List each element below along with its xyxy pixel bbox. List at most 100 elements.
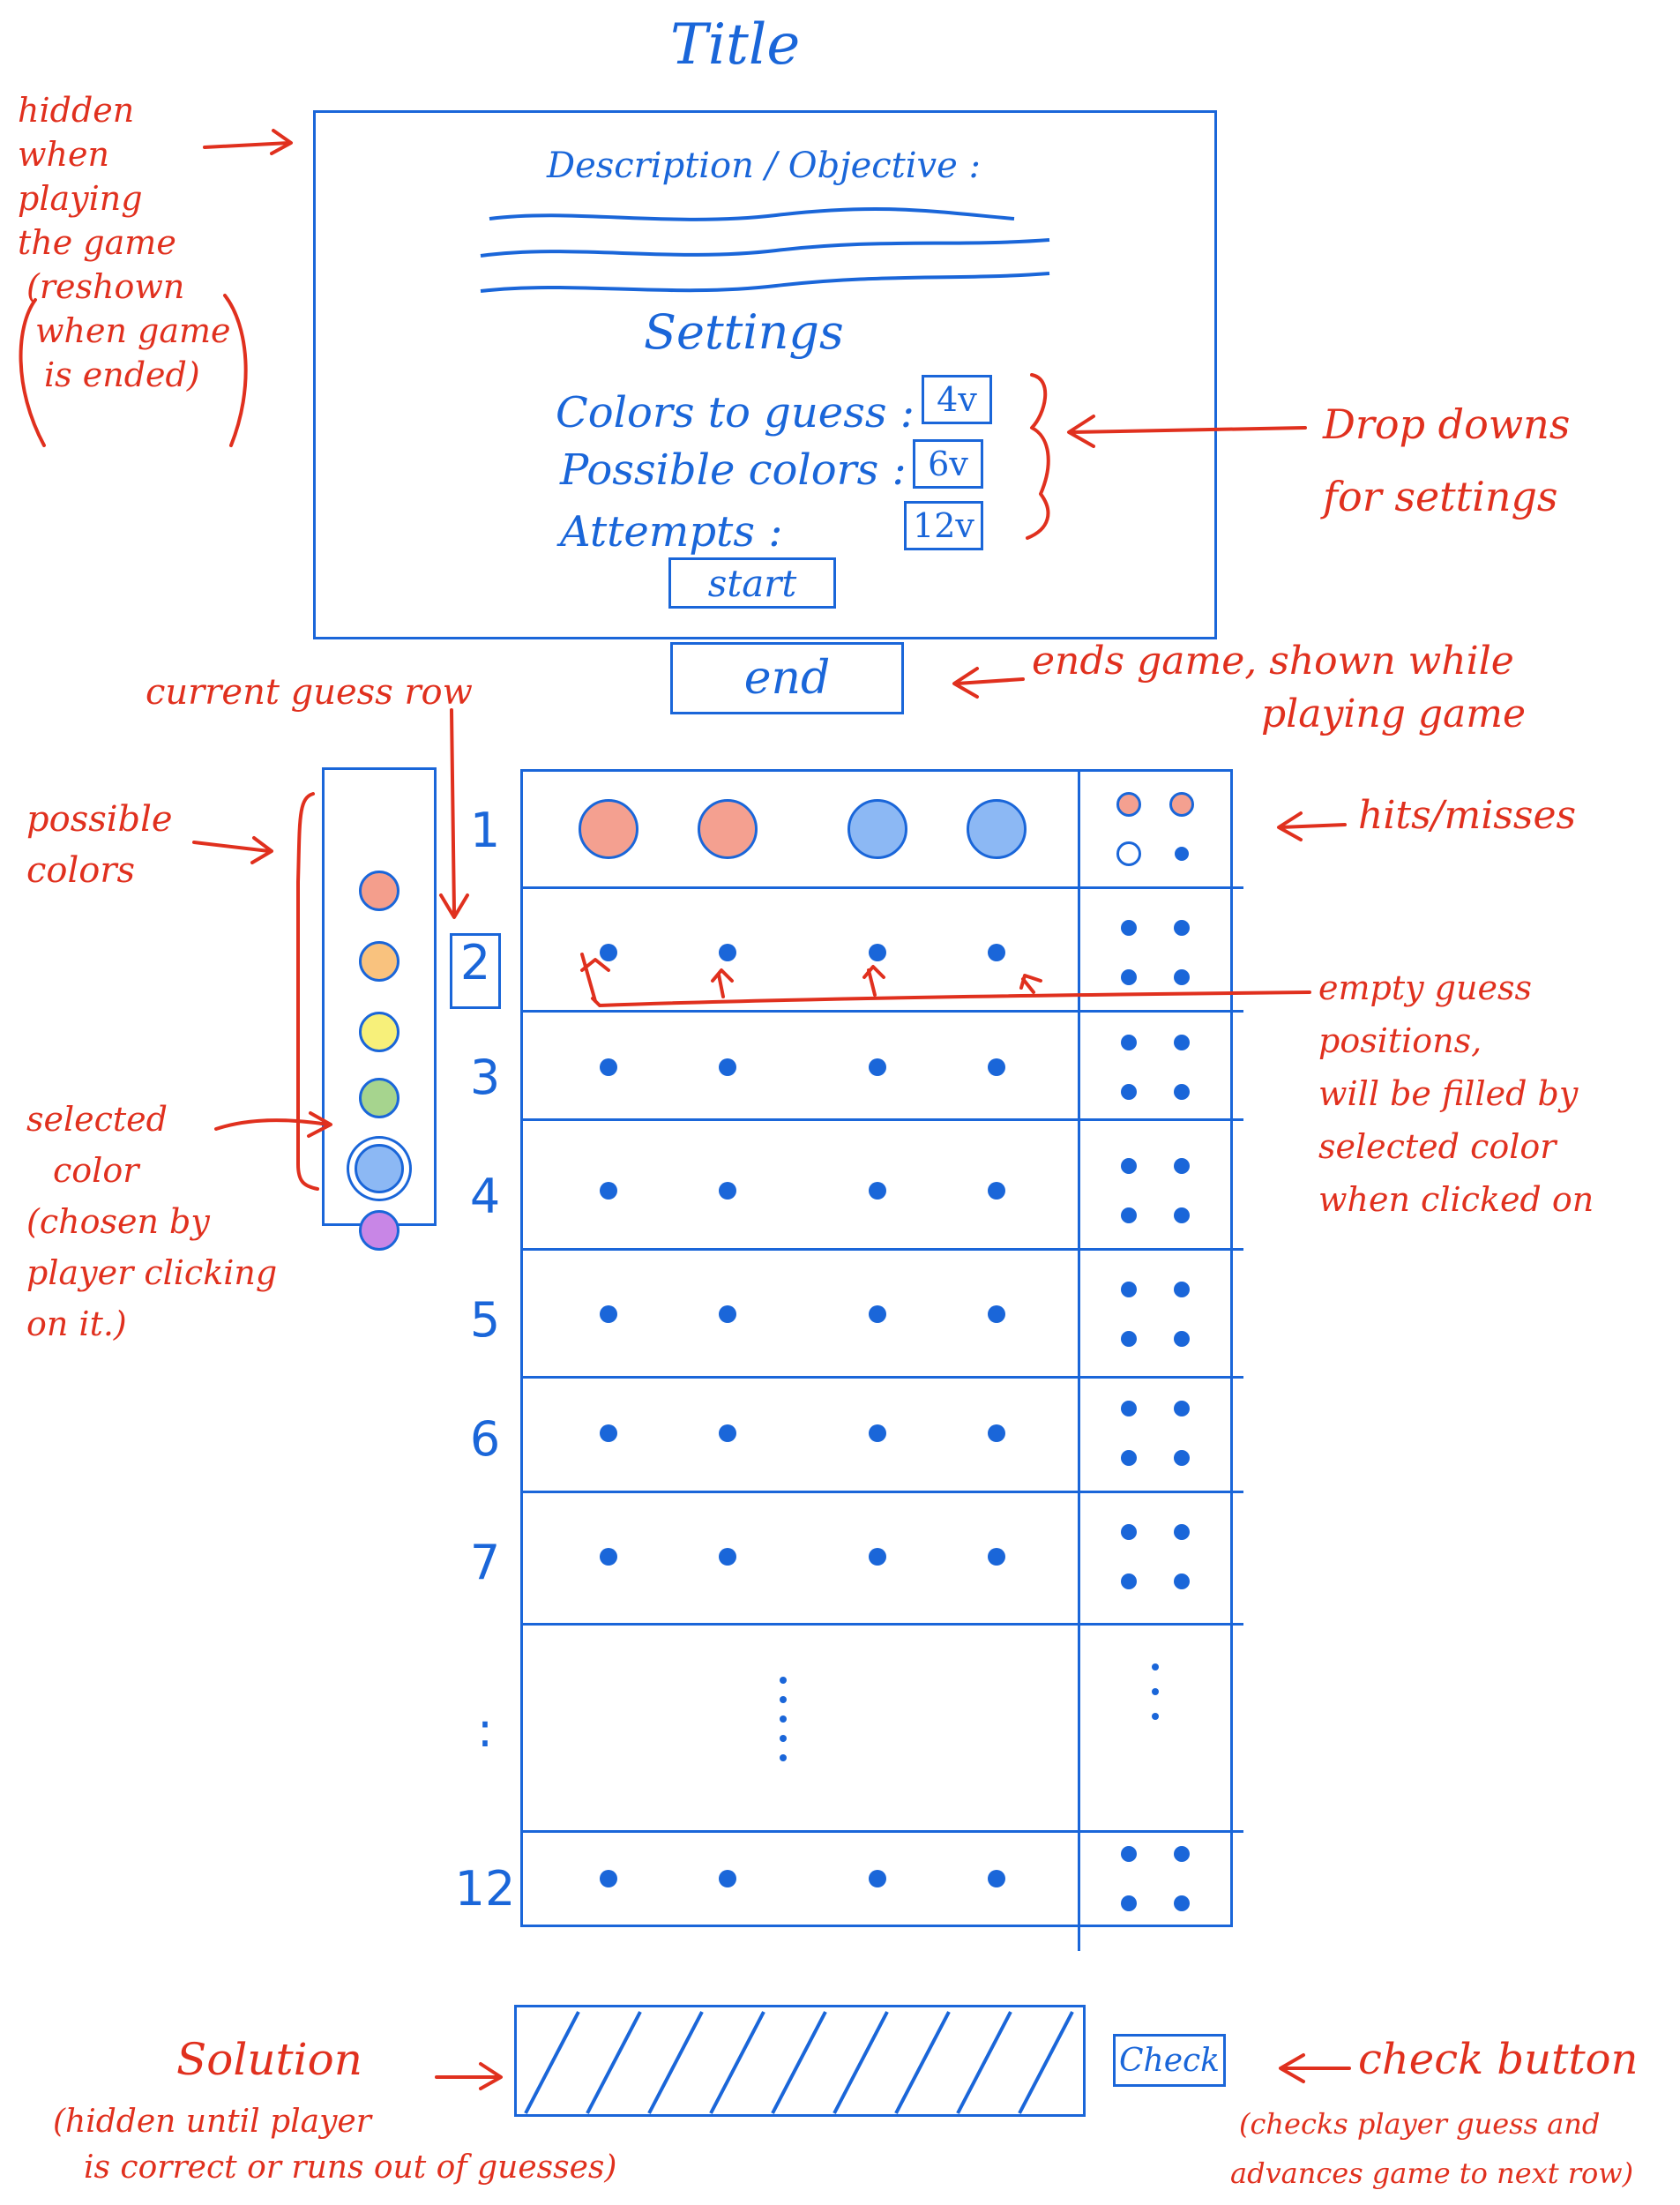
row-number: 6 <box>469 1411 501 1467</box>
row-divider <box>520 1623 1243 1626</box>
note-solution-hidden: (hidden until player is correct or runs … <box>53 2104 617 2186</box>
feedback-empty <box>1174 1573 1190 1589</box>
possible-colors-dropdown[interactable]: 6v <box>913 439 983 489</box>
feedback-empty <box>1121 1573 1137 1589</box>
guess-peg <box>847 799 907 859</box>
row-number: 2 <box>459 935 491 990</box>
settings-heading: Settings <box>644 304 844 360</box>
attempts-dropdown[interactable]: 12v <box>904 501 983 550</box>
empty-guess-position[interactable] <box>869 1548 886 1566</box>
row-number: 12 <box>454 1861 516 1917</box>
feedback-miss <box>1116 841 1141 866</box>
current-row-indicator <box>450 933 501 1009</box>
solution-box <box>514 2005 1086 2117</box>
empty-guess-position[interactable] <box>869 1182 886 1200</box>
feedback-empty <box>1121 1331 1137 1347</box>
ellipsis-dot <box>1152 1663 1159 1671</box>
feedback-empty <box>1121 1207 1137 1223</box>
empty-guess-position[interactable] <box>988 1305 1005 1323</box>
palette-color-4[interactable] <box>359 1078 399 1118</box>
feedback-empty <box>1121 1895 1137 1911</box>
feedback-empty <box>1174 1401 1190 1416</box>
guess-peg <box>698 799 758 859</box>
description-label: Description / Objective : <box>547 146 982 186</box>
feedback-empty <box>1174 1158 1190 1174</box>
row-divider <box>520 886 1243 889</box>
feedback-empty <box>1121 920 1137 936</box>
note-check-button: check button <box>1358 2035 1639 2084</box>
intro-panel <box>313 110 1217 639</box>
empty-guess-position[interactable] <box>719 1870 736 1887</box>
feedback-empty <box>1174 1846 1190 1862</box>
feedback-empty <box>1175 847 1189 861</box>
empty-guess-position[interactable] <box>719 944 736 961</box>
palette-color-5[interactable] <box>355 1144 404 1193</box>
start-button[interactable]: start <box>668 557 836 609</box>
note-ends-game: ends game, shown while playing game <box>1032 639 1527 736</box>
feedback-empty <box>1121 1282 1137 1297</box>
check-button[interactable]: Check <box>1113 2034 1226 2087</box>
empty-guess-position[interactable] <box>988 1182 1005 1200</box>
guess-peg <box>579 799 638 859</box>
empty-guess-position[interactable] <box>869 1305 886 1323</box>
empty-guess-position[interactable] <box>719 1058 736 1076</box>
row-divider <box>520 1491 1243 1493</box>
empty-guess-position[interactable] <box>600 1058 617 1076</box>
empty-guess-position[interactable] <box>719 1182 736 1200</box>
empty-guess-position[interactable] <box>869 1870 886 1887</box>
empty-guess-position[interactable] <box>869 1058 886 1076</box>
empty-guess-position[interactable] <box>600 1305 617 1323</box>
ellipsis-dot <box>780 1754 787 1761</box>
empty-guess-position[interactable] <box>600 1548 617 1566</box>
colors-to-guess-dropdown[interactable]: 4v <box>922 375 992 424</box>
feedback-empty <box>1121 1846 1137 1862</box>
row-divider <box>520 1010 1243 1013</box>
ellipsis-dot <box>780 1696 787 1703</box>
row-divider <box>520 1830 1243 1833</box>
empty-guess-position[interactable] <box>988 1424 1005 1442</box>
ellipsis-dot <box>780 1715 787 1723</box>
empty-guess-position[interactable] <box>600 1870 617 1887</box>
solution-hatching <box>524 2011 1074 2114</box>
empty-guess-position[interactable] <box>719 1305 736 1323</box>
empty-guess-position[interactable] <box>719 1548 736 1566</box>
colors-to-guess-label: Colors to guess : <box>556 388 915 437</box>
feedback-empty <box>1174 920 1190 936</box>
row-number: 1 <box>469 803 501 858</box>
palette-color-1[interactable] <box>359 871 399 911</box>
ellipsis-dot <box>1152 1688 1159 1695</box>
row-divider <box>520 1376 1243 1379</box>
feedback-empty <box>1174 1084 1190 1100</box>
feedback-empty <box>1174 1282 1190 1297</box>
attempts-label: Attempts : <box>560 507 783 557</box>
empty-guess-position[interactable] <box>869 1424 886 1442</box>
feedback-empty <box>1121 1084 1137 1100</box>
empty-guess-position[interactable] <box>988 1058 1005 1076</box>
end-button[interactable]: end <box>670 642 904 714</box>
row-number: 4 <box>469 1169 501 1224</box>
feedback-empty <box>1121 1401 1137 1416</box>
empty-guess-position[interactable] <box>988 1870 1005 1887</box>
feedback-empty <box>1121 1450 1137 1466</box>
page-title: Title <box>670 12 801 78</box>
possible-colors-label: Possible colors : <box>560 445 907 495</box>
empty-guess-position[interactable] <box>600 944 617 961</box>
palette-color-6[interactable] <box>359 1210 399 1251</box>
empty-guess-position[interactable] <box>600 1424 617 1442</box>
empty-guess-position[interactable] <box>600 1182 617 1200</box>
feedback-hit <box>1116 792 1141 817</box>
feedback-empty <box>1174 1450 1190 1466</box>
feedback-empty <box>1121 1158 1137 1174</box>
note-current-guess-row: current guess row <box>146 672 473 713</box>
palette-color-2[interactable] <box>359 941 399 982</box>
note-solution: Solution <box>176 2034 362 2085</box>
feedback-empty <box>1174 969 1190 985</box>
guess-board <box>520 769 1233 1927</box>
empty-guess-position[interactable] <box>719 1424 736 1442</box>
note-selected-color: selected color (chosen by player clickin… <box>26 1100 278 1343</box>
empty-guess-position[interactable] <box>869 944 886 961</box>
empty-guess-position[interactable] <box>988 1548 1005 1566</box>
empty-guess-position[interactable] <box>988 944 1005 961</box>
note-hidden-when-playing: hidden when playing the game (reshown wh… <box>18 91 231 394</box>
palette-color-3[interactable] <box>359 1012 399 1052</box>
